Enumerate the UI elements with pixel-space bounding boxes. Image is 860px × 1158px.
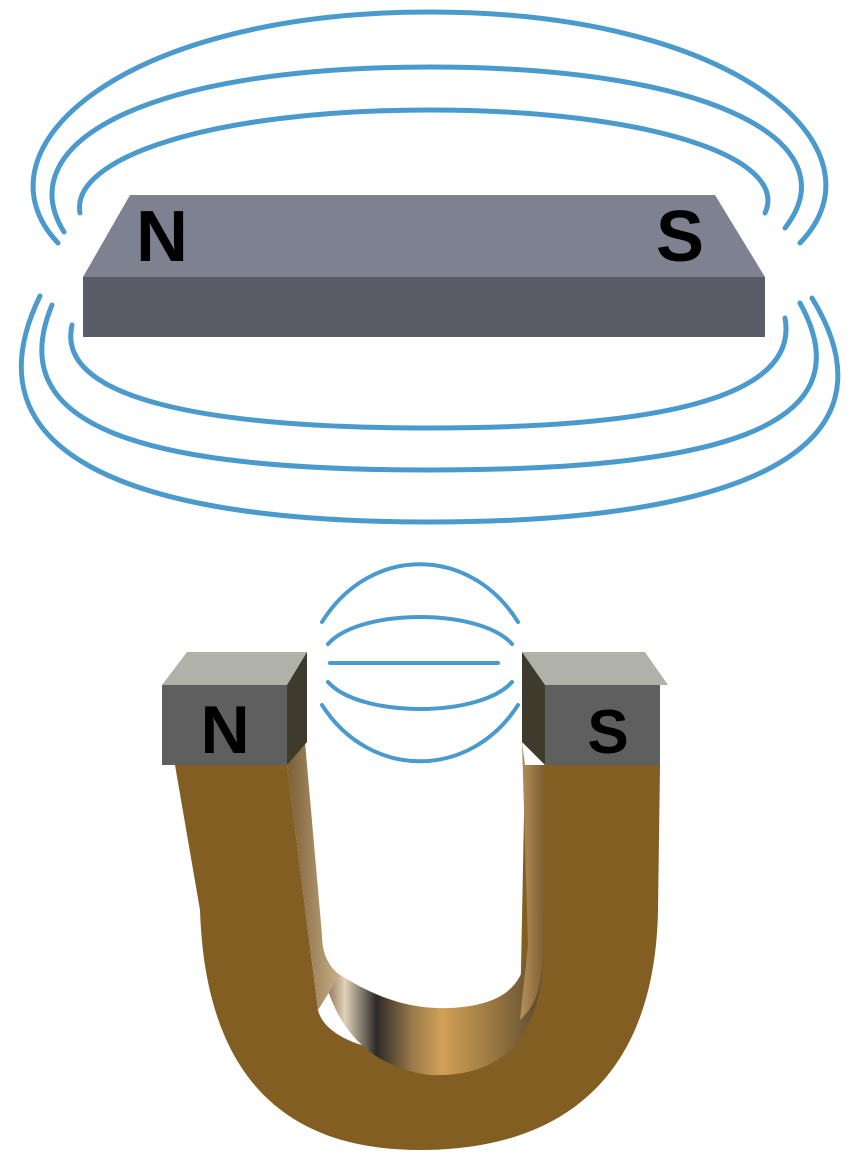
south-pole-front-face: [545, 685, 660, 765]
field-line: [49, 64, 804, 235]
field-line: [39, 300, 819, 473]
south-pole-side-face: [522, 652, 545, 765]
horseshoe-inner-curve: [318, 930, 543, 1076]
bar-south-label: S: [656, 197, 704, 277]
north-pole-top-face: [162, 652, 307, 685]
horseshoe-right-arm-inner: [520, 742, 544, 1020]
bar-north-label: N: [136, 197, 188, 277]
horseshoe-magnet-field-lines: [320, 562, 520, 764]
field-line: [77, 107, 771, 216]
horseshoe-south-label: S: [587, 698, 628, 767]
south-pole-top-face: [522, 652, 668, 685]
bar-magnet-top-face: [83, 195, 765, 277]
bar-magnet-field-lines: [18, 9, 841, 525]
field-line: [18, 293, 841, 525]
field-line: [68, 315, 789, 431]
bar-magnet-front-face: [83, 277, 765, 337]
bar-magnet: N S: [83, 195, 765, 337]
field-line: [320, 562, 520, 624]
north-pole-front-face: [162, 685, 287, 765]
field-line: [320, 703, 520, 764]
field-line: [326, 680, 514, 711]
horseshoe-north-label: N: [200, 692, 249, 768]
horseshoe-magnet: N S: [162, 652, 668, 1150]
field-line: [326, 615, 514, 646]
field-line: [30, 9, 829, 246]
horseshoe-left-arm-inner: [287, 742, 340, 1010]
north-pole-side-face: [287, 652, 307, 765]
horseshoe-body: [175, 765, 660, 1150]
